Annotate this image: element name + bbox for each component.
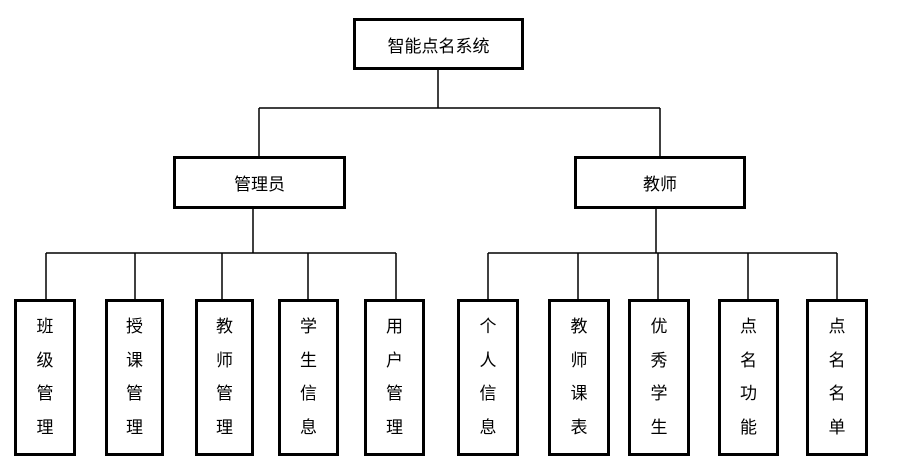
leaf-node: 点名名单 [806, 299, 868, 456]
leaf-node-label: 班级管理 [36, 316, 54, 439]
leaf-node: 班级管理 [14, 299, 76, 456]
leaf-node: 个人信息 [457, 299, 519, 456]
teacher-node: 教师 [574, 156, 746, 209]
leaf-node-label: 优秀学生 [650, 316, 668, 439]
leaf-node: 授课管理 [105, 299, 164, 456]
admin-node: 管理员 [173, 156, 346, 209]
leaf-node-label: 点名功能 [740, 316, 757, 439]
leaf-node-label: 教师管理 [216, 316, 233, 439]
leaf-node: 优秀学生 [628, 299, 690, 456]
leaf-node: 点名功能 [718, 299, 779, 456]
root-node: 智能点名系统 [353, 18, 524, 70]
leaf-node: 用户管理 [364, 299, 425, 456]
leaf-node: 教师管理 [195, 299, 254, 456]
leaf-node-label: 个人信息 [479, 316, 497, 439]
leaf-node-label: 点名名单 [828, 316, 846, 439]
leaf-node-label: 教师课表 [570, 316, 588, 439]
teacher-node-label: 教师 [643, 175, 677, 195]
root-node-label: 智能点名系统 [387, 36, 490, 57]
leaf-node: 学生信息 [278, 299, 339, 456]
leaf-node-label: 学生信息 [300, 316, 317, 439]
admin-node-label: 管理员 [234, 175, 285, 195]
leaf-node-label: 用户管理 [386, 316, 403, 439]
leaf-node: 教师课表 [548, 299, 610, 456]
leaf-node-label: 授课管理 [126, 316, 143, 439]
